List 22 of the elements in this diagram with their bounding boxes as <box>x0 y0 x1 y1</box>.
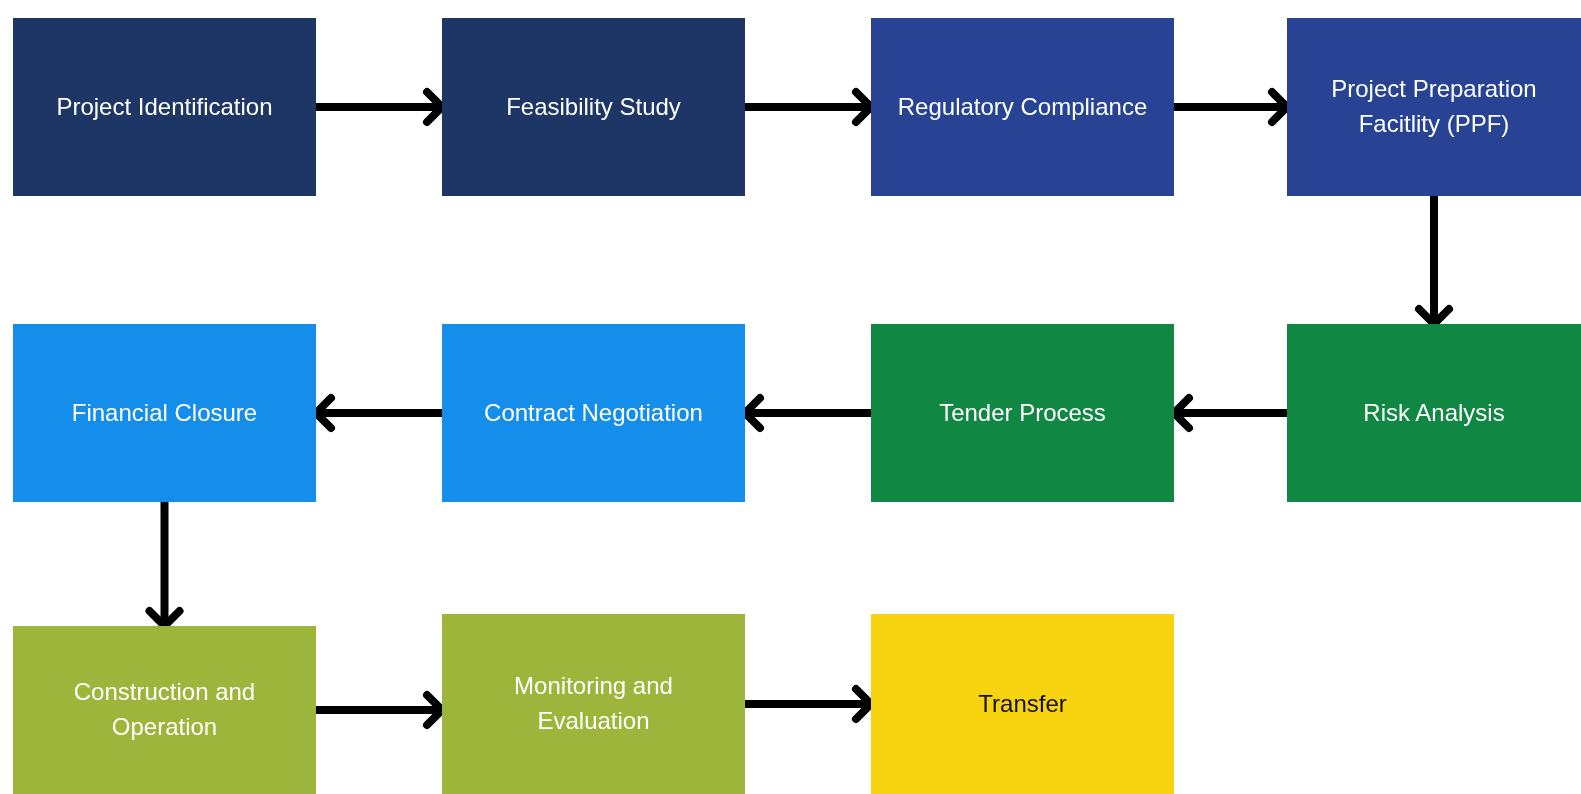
process-box <box>442 18 745 196</box>
step-label: Regulatory Compliance <box>897 91 1148 122</box>
step-label: Project Identification <box>56 91 273 122</box>
step-label: Transfer <box>978 688 1067 719</box>
step-label: Project Preparation Facitlity (PPF) <box>1330 74 1538 139</box>
process-box <box>13 18 316 196</box>
step-label: Feasibility Study <box>506 91 681 122</box>
process-box <box>1287 18 1581 196</box>
process-box <box>442 324 745 502</box>
process-box <box>871 324 1174 502</box>
step-label: Tender Process <box>939 397 1106 428</box>
step-label: Financial Closure <box>71 397 258 428</box>
process-box <box>871 18 1174 196</box>
step-label: Construction and Operation <box>72 677 257 742</box>
step-label: Contract Negotiation <box>484 397 703 428</box>
step-label: Risk Analysis <box>1363 397 1505 428</box>
process-box <box>13 626 316 794</box>
process-box <box>871 614 1174 794</box>
process-box <box>442 614 745 794</box>
process-box <box>13 324 316 502</box>
process-box <box>1287 324 1581 502</box>
step-label: Monitoring and Evaluation <box>513 671 674 736</box>
